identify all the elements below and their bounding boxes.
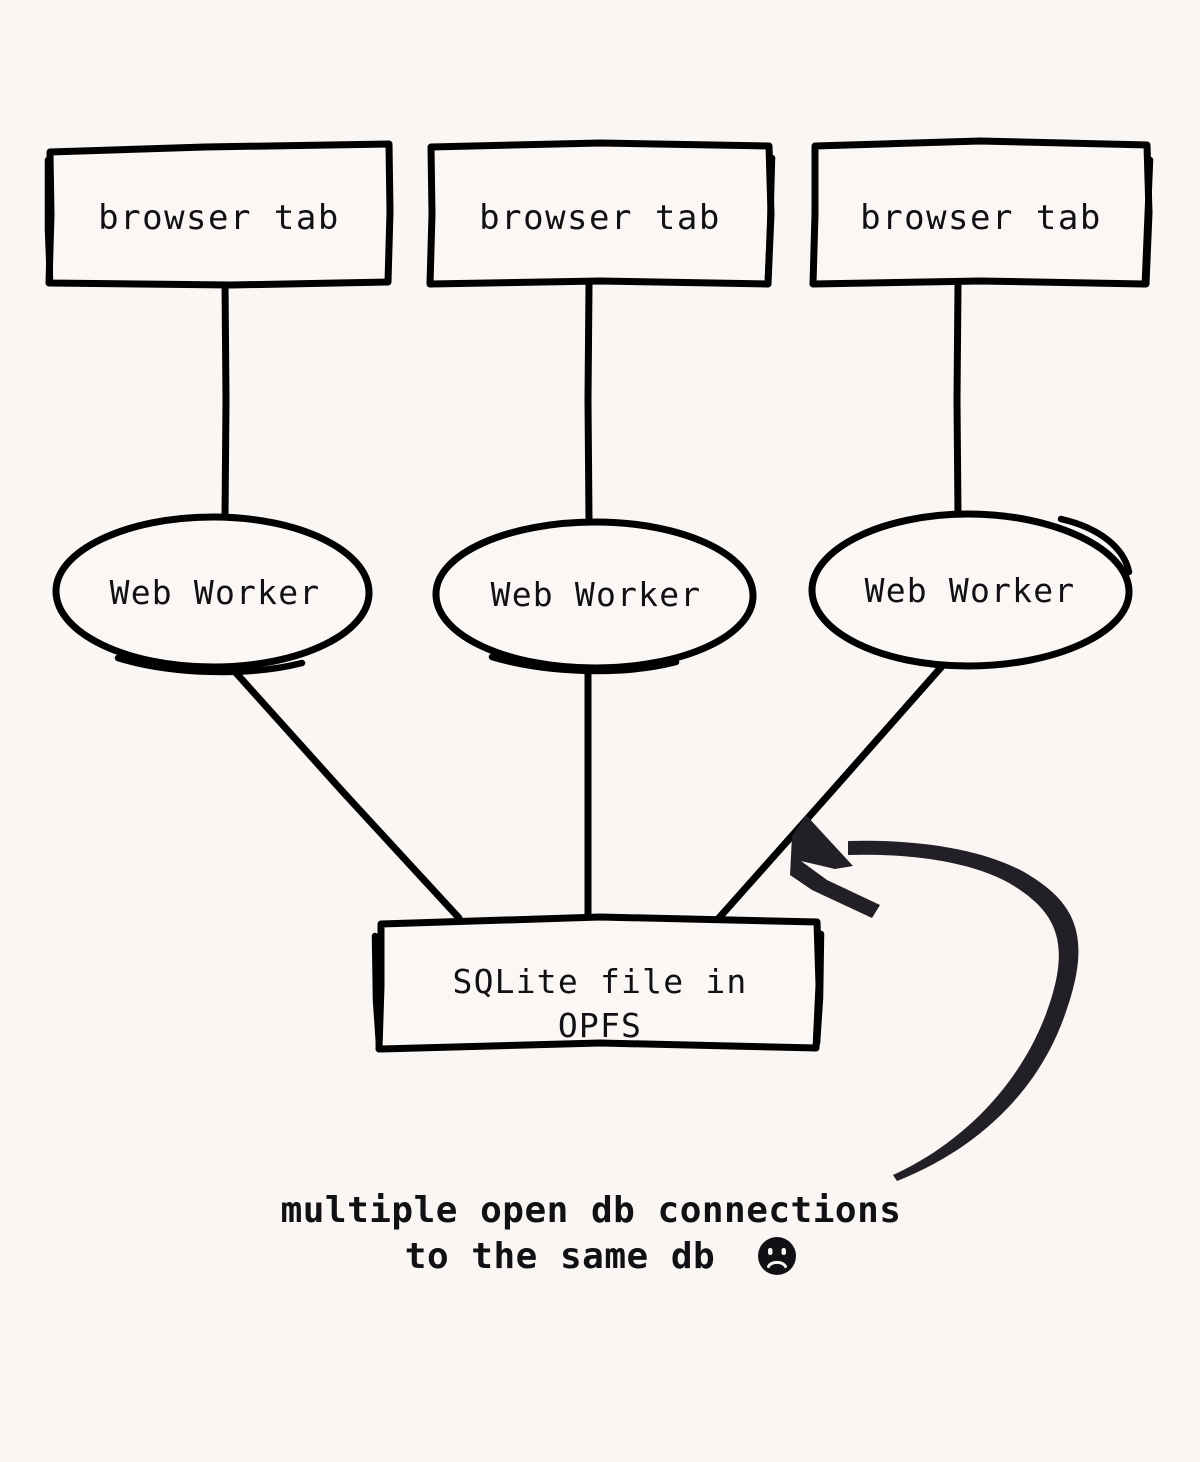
web-worker-1-label: Web Worker (110, 573, 321, 612)
browser-tab-1-label: browser tab (98, 198, 340, 238)
sqlite-opfs-label-line1: SQLite file in (453, 962, 748, 1001)
edge-tab1-worker1 (221, 277, 230, 523)
edge-worker1-db (224, 660, 463, 922)
node-web-worker-2[interactable]: Web Worker (432, 518, 757, 675)
node-browser-tab-1[interactable]: browser tab (44, 140, 394, 289)
edge-worker3-db (714, 660, 948, 923)
node-browser-tab-2[interactable]: browser tab (426, 139, 776, 288)
browser-tab-3-label: browser tab (860, 198, 1102, 238)
edge-tab3-worker3 (953, 280, 962, 520)
node-browser-tab-3[interactable]: browser tab (809, 137, 1154, 288)
caption-line-1: multiple open db connections (281, 1190, 902, 1231)
caption-block: multiple open db connections to the same… (281, 1190, 902, 1277)
sqlite-opfs-label-line2: OPFS (558, 1006, 642, 1045)
node-web-worker-3[interactable]: Web Worker (808, 510, 1133, 670)
caption-line-2: to the same db (405, 1236, 715, 1277)
node-sqlite-opfs[interactable]: SQLite file in OPFS (371, 913, 825, 1053)
web-worker-3-label: Web Worker (865, 571, 1076, 610)
sad-face-icon (757, 1236, 797, 1276)
annotation-curved-arrow (790, 815, 1079, 1181)
edge-tab2-worker2 (584, 280, 593, 525)
browser-tab-2-label: browser tab (479, 198, 721, 238)
node-web-worker-1[interactable]: Web Worker (52, 513, 373, 676)
web-worker-2-label: Web Worker (491, 575, 702, 614)
